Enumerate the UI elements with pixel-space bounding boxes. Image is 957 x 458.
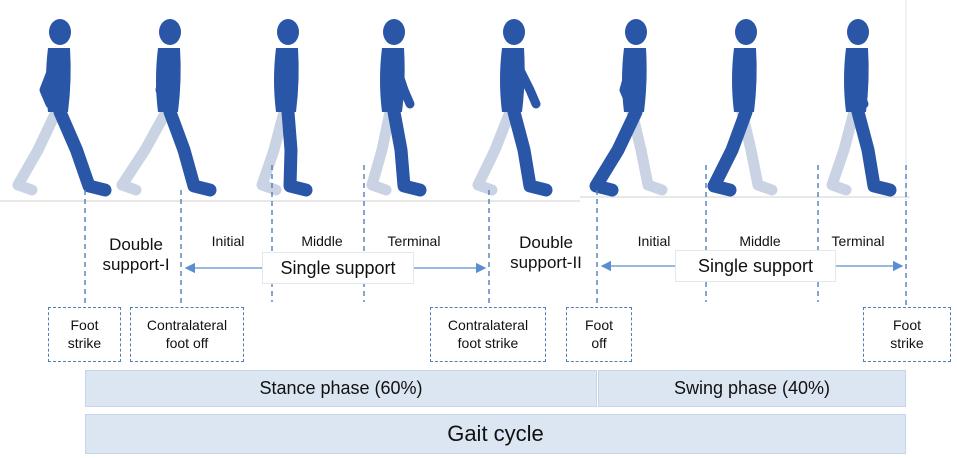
walking-figure-2 [116, 19, 217, 197]
single-support-2-label: Single support [675, 250, 836, 282]
swing-middle-label: Middle [739, 233, 781, 249]
stance-middle-label: Middle [301, 233, 343, 249]
swing-phase-label: Swing phase (40%) [673, 378, 831, 398]
stance-initial-label: Initial [211, 233, 245, 249]
walking-figure-7 [707, 19, 778, 197]
event-foot-strike: Foot strike [48, 307, 121, 362]
double-support-1-label: Double support-I [102, 235, 170, 275]
gait-cycle-bar: Gait cycle [85, 414, 906, 454]
double-support-2-label: Double support-II [510, 233, 582, 273]
walking-figures-strip [0, 0, 910, 202]
event-contralateral-foot-off: Contralateral foot off [130, 307, 244, 362]
walking-figure-5 [472, 19, 553, 197]
stance-phase-label: Stance phase (60%) [259, 378, 423, 398]
event-foot-strike-end: Foot strike [863, 307, 951, 362]
gait-cycle-label: Gait cycle [447, 421, 544, 446]
stance-phase-bar: Stance phase (60%) [85, 370, 597, 407]
event-contralateral-foot-strike: Contralateral foot strike [430, 307, 546, 362]
stance-terminal-label: Terminal [387, 233, 441, 249]
walking-figure-1 [12, 19, 112, 197]
walking-figure-3 [256, 19, 313, 197]
walking-figure-6 [589, 19, 668, 197]
walking-figure-4 [366, 19, 427, 197]
single-support-1-label: Single support [262, 252, 414, 284]
swing-terminal-label: Terminal [831, 233, 885, 249]
event-foot-off: Foot off [566, 307, 632, 362]
swing-initial-label: Initial [637, 233, 671, 249]
swing-phase-bar: Swing phase (40%) [598, 370, 906, 407]
walking-figure-8 [826, 19, 897, 197]
